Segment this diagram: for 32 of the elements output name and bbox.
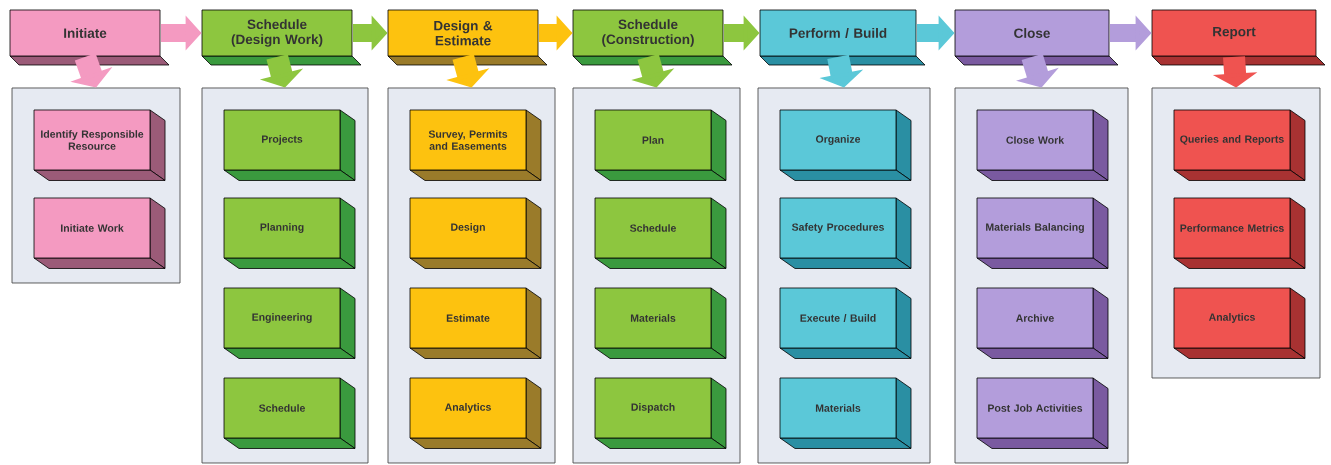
stage-header: Schedule (Design Work) (201, 9, 362, 66)
item-block: Initiate Work (33, 197, 166, 269)
item-block: Safety Procedures (779, 197, 912, 269)
item-block: Execute / Build (779, 287, 912, 359)
item-block: Dispatch (594, 377, 727, 449)
stage-header: Schedule (Construction) (572, 9, 733, 66)
item-block: Survey, Permits and Easements (409, 109, 542, 181)
item-block: Analytics (409, 377, 542, 449)
item-block: Queries and Reports (1173, 109, 1306, 181)
item-block: Analytics (1173, 287, 1306, 359)
item-block: Performance Metrics (1173, 197, 1306, 269)
item-block: Identify Responsible Resource (33, 109, 166, 181)
item-block: Schedule (594, 197, 727, 269)
item-block: Materials (594, 287, 727, 359)
stage-header: Initiate (9, 9, 170, 66)
item-block: Close Work (976, 109, 1109, 181)
stage-header: Design & Estimate (387, 9, 548, 66)
item-block: Schedule (223, 377, 356, 449)
item-block: Engineering (223, 287, 356, 359)
item-block: Materials (779, 377, 912, 449)
item-block: Planning (223, 197, 356, 269)
item-block: Organize (779, 109, 912, 181)
item-block: Archive (976, 287, 1109, 359)
stage-header: Perform / Build (759, 9, 926, 66)
item-block: Materials Balancing (976, 197, 1109, 269)
item-block: Post Job Activities (976, 377, 1109, 449)
stage-header: Close (954, 9, 1119, 66)
stage-header: Report (1151, 9, 1326, 66)
item-block: Projects (223, 109, 356, 181)
item-block: Design (409, 197, 542, 269)
item-block: Plan (594, 109, 727, 181)
item-block: Estimate (409, 287, 542, 359)
